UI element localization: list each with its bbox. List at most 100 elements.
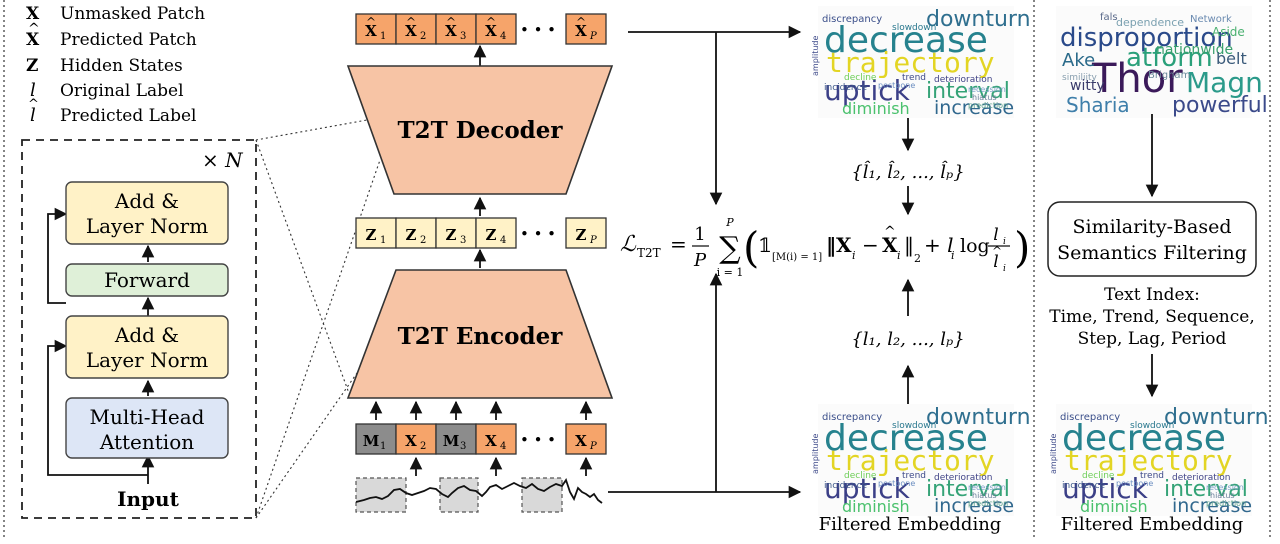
token-box (435, 423, 477, 455)
wordcloud-word: Brigham (1148, 70, 1190, 81)
wordcloud-word: discrepancy (822, 412, 882, 423)
predicted-labels: {l̂₁, l̂₂, ..., l̂ₚ} (851, 160, 964, 183)
wordcloud-word: disproportion (1060, 23, 1233, 53)
wordcloud-word: hiatus (972, 491, 997, 500)
token-symbol: X (445, 22, 457, 40)
loss-body-sub: i (852, 249, 856, 262)
loss-xhat-sub: i (897, 249, 901, 262)
wordcloud-word: powerful (1172, 93, 1268, 118)
wordcloud-word: postpone (1116, 479, 1153, 488)
wordcloud-word: trajectory (1064, 444, 1233, 477)
loss-sum-top: P (725, 216, 734, 229)
token-box (565, 13, 607, 45)
wordcloud-background (1056, 6, 1252, 118)
token-symbol: X (405, 22, 417, 40)
time-series (355, 477, 603, 513)
token-symbol: X (485, 22, 497, 40)
add-norm-label: Layer Norm (86, 348, 208, 372)
token-symbol: X (405, 432, 417, 450)
token-box (475, 423, 517, 455)
wordcloud-word: deterioration (934, 473, 992, 483)
repeat-label: × N (202, 148, 244, 172)
legend-label: Hidden States (60, 56, 183, 76)
wordcloud-word: deterioration (934, 75, 992, 85)
loss-log-den-sub: i (1003, 264, 1006, 274)
legend-item: l ^ Predicted Label (28, 97, 196, 126)
wordcloud-word: fals (1100, 12, 1118, 23)
attention-label: Attention (99, 430, 194, 454)
wordcloud-word: decline (844, 73, 877, 83)
decoder-shape (346, 65, 614, 195)
wordcloud-word: Sharia (1066, 93, 1130, 117)
token-subscript: 4 (500, 441, 506, 452)
ellipsis: • • • (520, 225, 556, 243)
token-hat: ^ (406, 15, 416, 29)
wordcloud-word: prediction (968, 101, 1008, 110)
encoder-label: T2T Encoder (398, 323, 564, 350)
wordcloud-word: increase (934, 495, 1014, 517)
wordcloud-word: incidence (824, 83, 868, 93)
token-symbol: Z (576, 226, 587, 244)
wordcloud-word: downturn (926, 7, 1031, 32)
token-symbol: M (363, 432, 380, 450)
legend-label: Predicted Label (60, 106, 196, 126)
wordcloud-word: amplitude (811, 433, 820, 474)
token-subscript: 2 (420, 31, 426, 42)
wordcloud-word: hiatus (972, 93, 997, 102)
wordcloud-word: Ake (1062, 50, 1095, 71)
token-cell: X^4 (475, 13, 517, 45)
token-subscript: 1 (380, 235, 386, 246)
loss-frac-den: P (693, 250, 707, 271)
legend-item: Z Hidden States (26, 56, 183, 76)
wordcloud-word: witty (1070, 78, 1105, 94)
token-subscript: 1 (380, 31, 386, 42)
text-index-line: Step, Lag, Period (1078, 329, 1227, 349)
loss-sum-bottom: i = 1 (717, 266, 744, 279)
loss-norm-open: ‖X (826, 233, 852, 257)
wordcloud-word: postpone (878, 479, 915, 488)
add-norm-label: Add & (114, 323, 179, 347)
loss-equals: = (670, 232, 687, 256)
filtering-label: Semantics Filtering (1057, 242, 1247, 264)
add-norm-label: Layer Norm (86, 214, 208, 238)
loss-log: log (960, 235, 990, 257)
token-box (475, 13, 517, 45)
token-box (565, 217, 607, 249)
loss-log-num: l (993, 225, 998, 245)
loss-norm-close: ‖ (904, 233, 914, 258)
wordcloud-word: discrepancy (822, 14, 882, 25)
input-label: Input (117, 487, 179, 511)
token-subscript: 3 (460, 441, 466, 452)
wordcloud-word: decline (844, 471, 877, 481)
forward-box (65, 263, 229, 297)
loss-log-den-hat: ^ (992, 244, 1002, 258)
filtering-label: Similarity-Based (1073, 216, 1232, 238)
wordcloud-word: postpone (878, 81, 915, 90)
wordcloud-word: nationwide (1156, 42, 1233, 58)
loss-log-num-sub: i (1003, 237, 1006, 247)
token-cell: X^1 (355, 13, 397, 45)
loss-lhs: ℒ (620, 232, 637, 257)
legend-label: Unmasked Patch (60, 4, 205, 24)
token-box (565, 423, 607, 455)
wordcloud-word: decrease (1062, 418, 1226, 459)
wordcloud-word: dependence (1116, 16, 1184, 29)
loss-paren-open: ( (743, 223, 759, 272)
wordcloud-word: uptick (1062, 472, 1149, 505)
wordcloud-word: diminish (842, 497, 910, 516)
token-symbol: X (575, 22, 587, 40)
wordcloud-word: belt (1216, 49, 1247, 68)
wordcloud-word: recession (1206, 483, 1244, 492)
legend-item: X ^ Predicted Patch (26, 21, 197, 50)
token-symbol: X (575, 432, 587, 450)
token-hat: ^ (366, 15, 376, 29)
loss-sum-symbol: ∑ (719, 231, 741, 266)
token-symbol: Z (366, 226, 377, 244)
zoom-guide (255, 117, 379, 141)
token-subscript: 2 (420, 235, 426, 246)
